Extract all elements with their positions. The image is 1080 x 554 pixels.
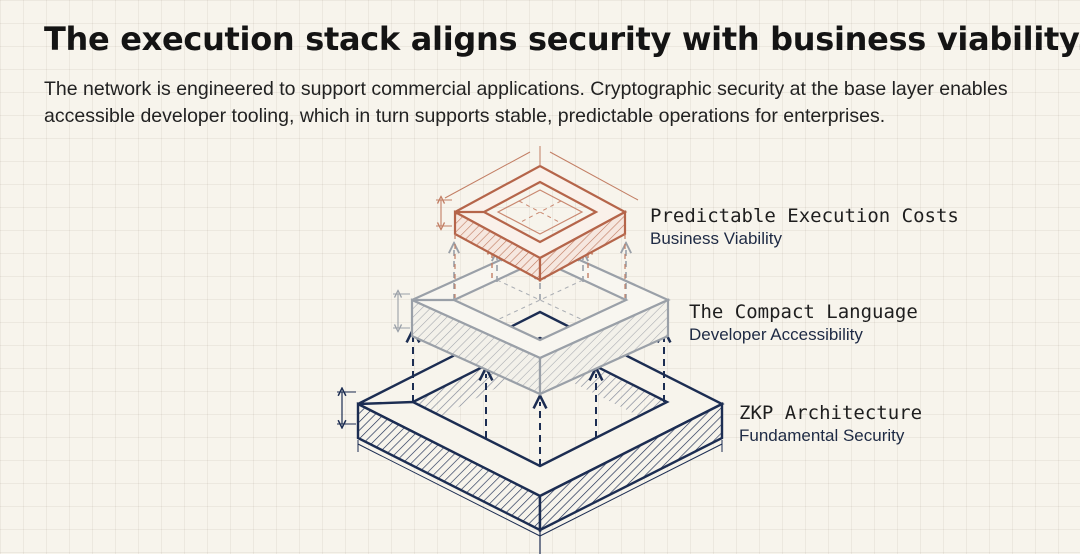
layer-zkp-architecture-shape: [337, 310, 725, 554]
layer-label-execution-costs: Predictable Execution Costs Business Via…: [650, 204, 959, 250]
layer-subtitle: Fundamental Security: [739, 426, 905, 445]
layer-name: Predictable Execution Costs: [650, 205, 959, 227]
layer-label-zkp-architecture: ZKP Architecture Fundamental Security: [739, 401, 922, 447]
layer-label-compact-language: The Compact Language Developer Accessibi…: [689, 300, 918, 346]
arrows-bottom-to-middle: [413, 336, 664, 466]
layer-name: The Compact Language: [689, 301, 918, 323]
layer-subtitle: Business Viability: [650, 229, 782, 248]
page-title: The execution stack aligns security with…: [44, 20, 1080, 58]
page-subtitle: The network is engineered to support com…: [44, 78, 1008, 127]
layer-subtitle: Developer Accessibility: [689, 325, 863, 344]
layer-name: ZKP Architecture: [739, 402, 923, 424]
layer-execution-costs-shape: [436, 146, 639, 298]
layer-compact-language-shape: [393, 240, 671, 396]
arrows-middle-to-top: [454, 248, 626, 300]
